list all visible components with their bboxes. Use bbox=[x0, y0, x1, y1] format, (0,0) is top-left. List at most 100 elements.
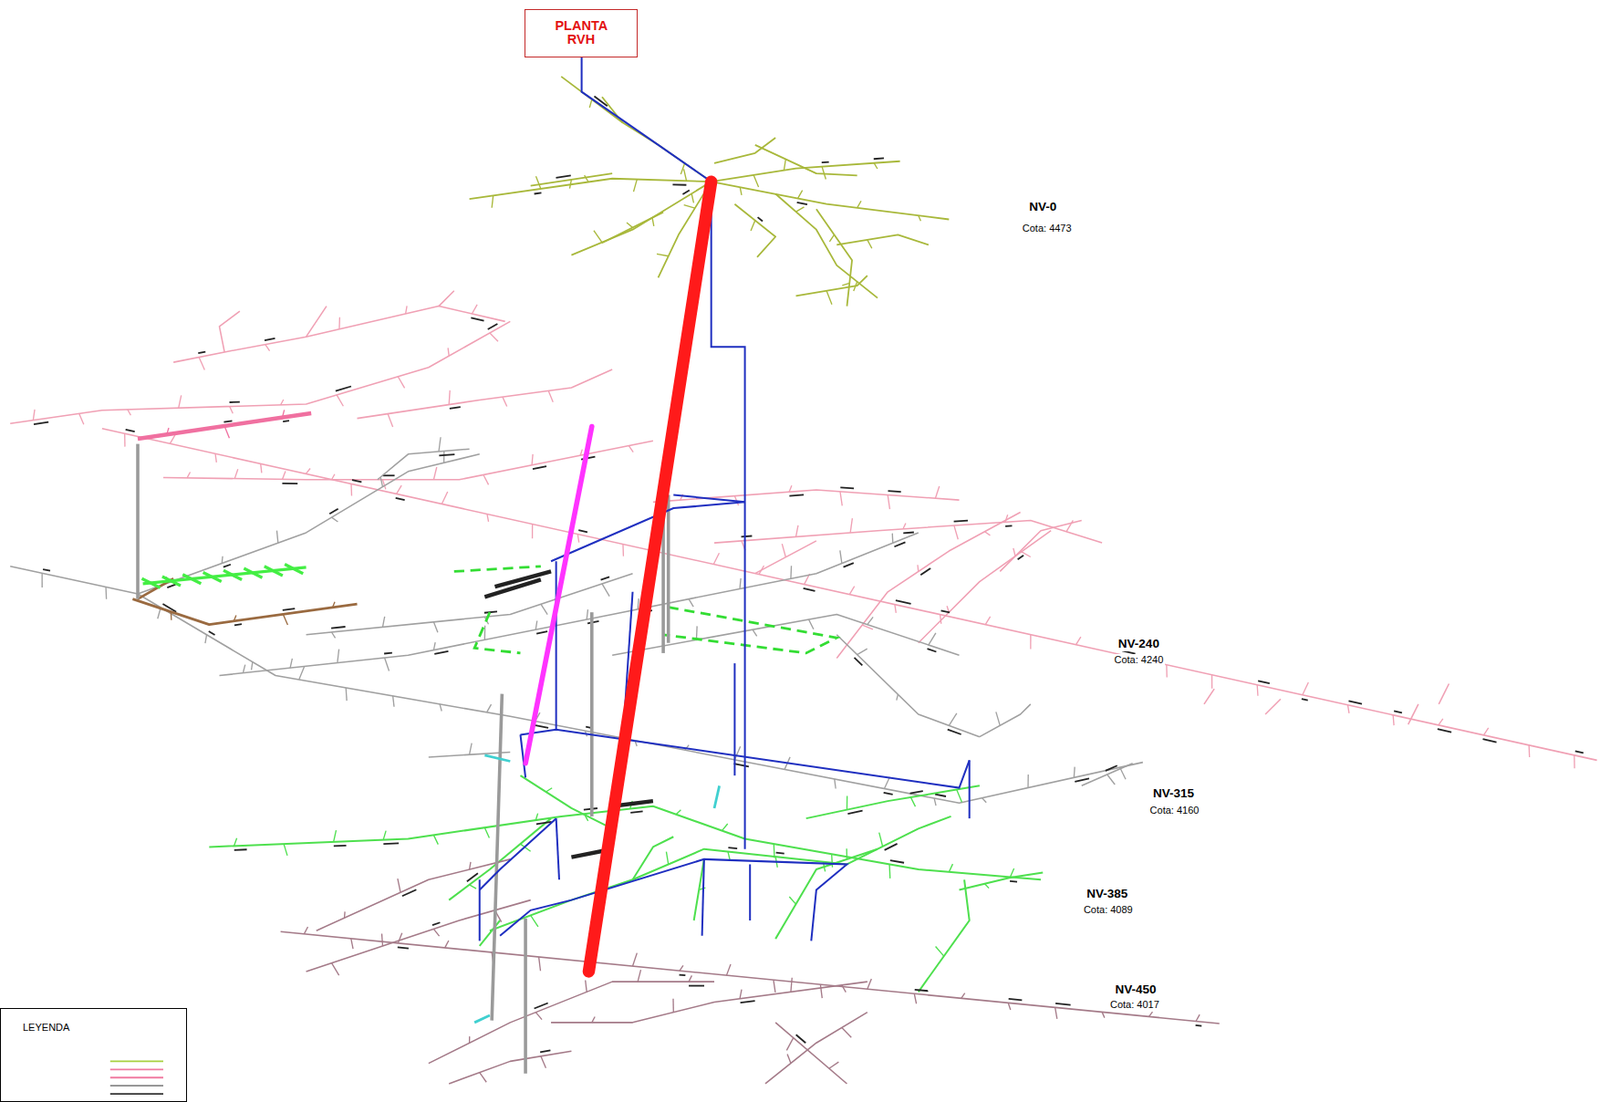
branch-tick bbox=[841, 985, 846, 993]
level-workings-1 bbox=[1408, 704, 1419, 725]
branch-tick bbox=[487, 513, 489, 521]
level-workings-1 bbox=[714, 519, 1102, 543]
annotation-mark bbox=[432, 922, 440, 925]
branch-tick bbox=[809, 619, 814, 630]
branch-tick bbox=[489, 332, 499, 342]
branch-tick bbox=[305, 467, 311, 474]
level-elevation: Cota: 4473 bbox=[1020, 222, 1074, 234]
branch-tick bbox=[397, 933, 402, 944]
annotation-mark bbox=[884, 843, 898, 851]
blue-line bbox=[733, 663, 736, 776]
branch-tick bbox=[531, 454, 533, 466]
annotation-mark bbox=[1575, 750, 1584, 753]
annotation-mark bbox=[688, 985, 705, 988]
branch-tick bbox=[752, 629, 758, 636]
branch-tick bbox=[332, 632, 336, 638]
blue-line bbox=[555, 561, 558, 730]
annotation-mark bbox=[282, 608, 295, 611]
branch-tick bbox=[1055, 1007, 1058, 1019]
branch-tick bbox=[1009, 868, 1014, 878]
level-workings-4 bbox=[479, 920, 500, 946]
annotation-mark bbox=[125, 429, 136, 432]
annotation-mark bbox=[395, 498, 406, 500]
branch-tick bbox=[637, 969, 641, 982]
branch-tick bbox=[265, 344, 271, 352]
annotation-mark bbox=[223, 564, 231, 568]
branch-tick bbox=[170, 612, 173, 621]
annotation-marks bbox=[397, 889, 1202, 1052]
annotation-mark bbox=[281, 482, 298, 485]
branch-tick bbox=[948, 713, 957, 726]
level-workings-0 bbox=[711, 161, 901, 182]
branch-tick bbox=[846, 795, 849, 810]
branch-tick bbox=[205, 634, 208, 644]
branch-tick bbox=[841, 1027, 852, 1038]
branch-tick bbox=[282, 613, 288, 625]
branch-tick bbox=[381, 933, 384, 946]
branch-tick bbox=[531, 523, 533, 539]
annotation-mark bbox=[734, 763, 749, 767]
annotation-mark bbox=[741, 535, 753, 539]
branch-tick bbox=[840, 550, 842, 563]
branch-tick bbox=[530, 914, 539, 926]
level-workings-5 bbox=[280, 859, 1220, 1084]
branch-tick bbox=[910, 797, 915, 807]
level-workings-3 bbox=[10, 454, 480, 594]
branch-tick bbox=[589, 99, 593, 108]
branch-tick bbox=[438, 436, 441, 452]
branch-tick bbox=[698, 887, 706, 890]
branch-tick bbox=[1573, 755, 1576, 769]
level-workings-1 bbox=[755, 540, 817, 574]
annotation-mark bbox=[883, 792, 894, 795]
branch-tick bbox=[727, 851, 730, 861]
branch-tick bbox=[841, 282, 850, 285]
branch-tick bbox=[483, 474, 489, 485]
branch-tick bbox=[469, 743, 473, 756]
branch-tick bbox=[586, 609, 588, 620]
branch-tick bbox=[471, 304, 478, 314]
branch-tick bbox=[873, 163, 878, 169]
level-workings-6 bbox=[132, 599, 357, 625]
branch-tick bbox=[127, 409, 132, 416]
branch-tick bbox=[343, 911, 346, 918]
branch-tick bbox=[535, 1012, 542, 1020]
branch-tick bbox=[299, 666, 305, 680]
annotation-mark bbox=[941, 610, 951, 613]
annotation-mark bbox=[470, 317, 484, 321]
plant-box: PLANTA RVH bbox=[524, 9, 638, 58]
level-workings-3 bbox=[836, 634, 980, 738]
branch-tick bbox=[491, 195, 493, 208]
branch-tick bbox=[850, 518, 852, 533]
blue-line bbox=[478, 879, 481, 941]
branch-tick bbox=[758, 565, 765, 575]
annotation-mark bbox=[954, 520, 968, 522]
branch-tick bbox=[789, 485, 792, 492]
branch-tick bbox=[387, 414, 394, 427]
branch-tick bbox=[829, 1061, 839, 1069]
branch-tick bbox=[393, 696, 395, 707]
level-elevation: Cota: 4089 bbox=[1081, 903, 1135, 915]
branch-tick bbox=[1013, 548, 1016, 557]
branch-tick bbox=[783, 159, 786, 171]
annotation-mark bbox=[1122, 650, 1135, 654]
branch-tick bbox=[333, 830, 337, 842]
branch-tick bbox=[918, 215, 922, 221]
shaft bbox=[135, 444, 140, 600]
annotation-mark bbox=[33, 422, 49, 425]
branch-tick bbox=[961, 993, 966, 999]
annotation-mark bbox=[234, 848, 248, 851]
annotation-mark bbox=[888, 490, 902, 492]
branch-tick bbox=[726, 964, 731, 976]
annotation-mark bbox=[935, 794, 946, 797]
branch-tick bbox=[545, 788, 552, 792]
blue-line bbox=[968, 759, 971, 819]
annotation-mark bbox=[947, 729, 962, 735]
branch-tick bbox=[903, 522, 906, 529]
cyan-drift bbox=[474, 1015, 490, 1023]
branch-tick bbox=[280, 399, 284, 406]
annotation-mark bbox=[1005, 524, 1012, 527]
annotation-mark bbox=[890, 860, 904, 863]
branch-tick bbox=[675, 810, 681, 815]
branch-tick bbox=[753, 175, 759, 188]
branch-tick bbox=[739, 989, 742, 999]
